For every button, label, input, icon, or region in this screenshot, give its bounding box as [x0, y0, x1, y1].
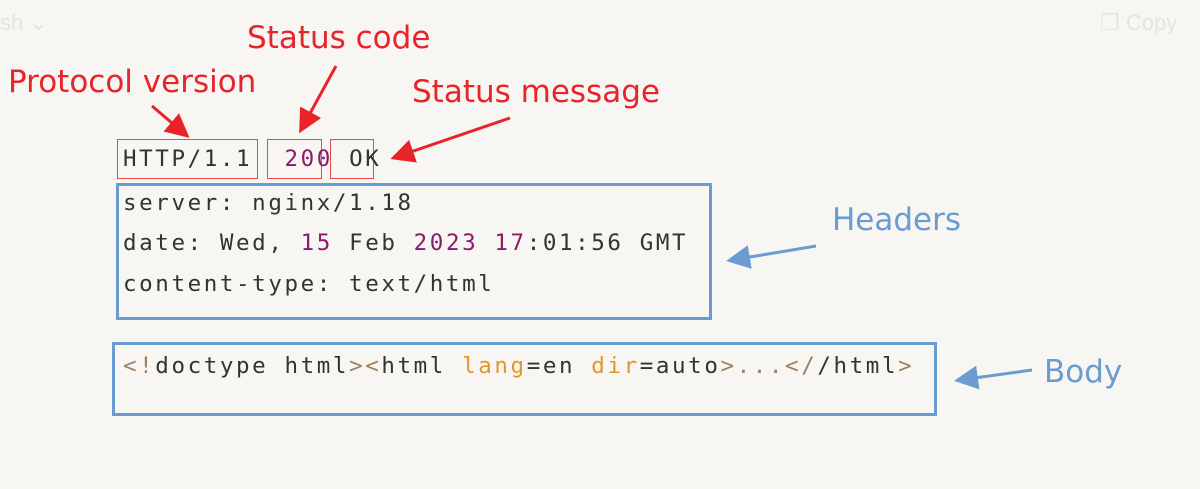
status-message: OK [349, 146, 382, 172]
status-message-arrow [390, 116, 511, 163]
language-label: sh [0, 10, 24, 35]
status-message-label: Status message [412, 74, 660, 110]
headers-arrow [726, 244, 817, 269]
body-box [112, 342, 937, 416]
status-message-box [330, 139, 374, 179]
header-date: date: Wed, 15 Feb 2023 17:01:56 GMT [123, 230, 689, 256]
protocol-version-label: Protocol version [8, 64, 257, 100]
copy-label: Copy [1125, 10, 1178, 35]
body-arrow [954, 365, 1033, 390]
header-server: server: nginx/1.18 [123, 190, 414, 216]
status-code-arrow [299, 65, 338, 134]
protocol-arrow [151, 104, 190, 138]
protocol-version: HTTP/1.1 [123, 146, 253, 172]
clipboard-icon: ❐ [1100, 10, 1120, 35]
status-line: HTTP/1.1 200 OK [123, 146, 381, 172]
status-code-label: Status code [247, 20, 431, 56]
header-content-type: content-type: text/html [123, 271, 495, 297]
status-code-box [267, 139, 322, 179]
copy-button[interactable]: ❐ Copy [1100, 10, 1177, 36]
chevron-down-icon: ⌄ [29, 10, 48, 35]
body-content: <!doctype html><html lang=en dir=auto>..… [123, 353, 915, 379]
language-selector[interactable]: sh ⌄ [0, 10, 48, 36]
status-code: 200 [284, 146, 333, 172]
headers-box [116, 183, 712, 320]
protocol-box [117, 139, 258, 179]
body-label: Body [1044, 354, 1123, 390]
headers-label: Headers [832, 202, 962, 238]
